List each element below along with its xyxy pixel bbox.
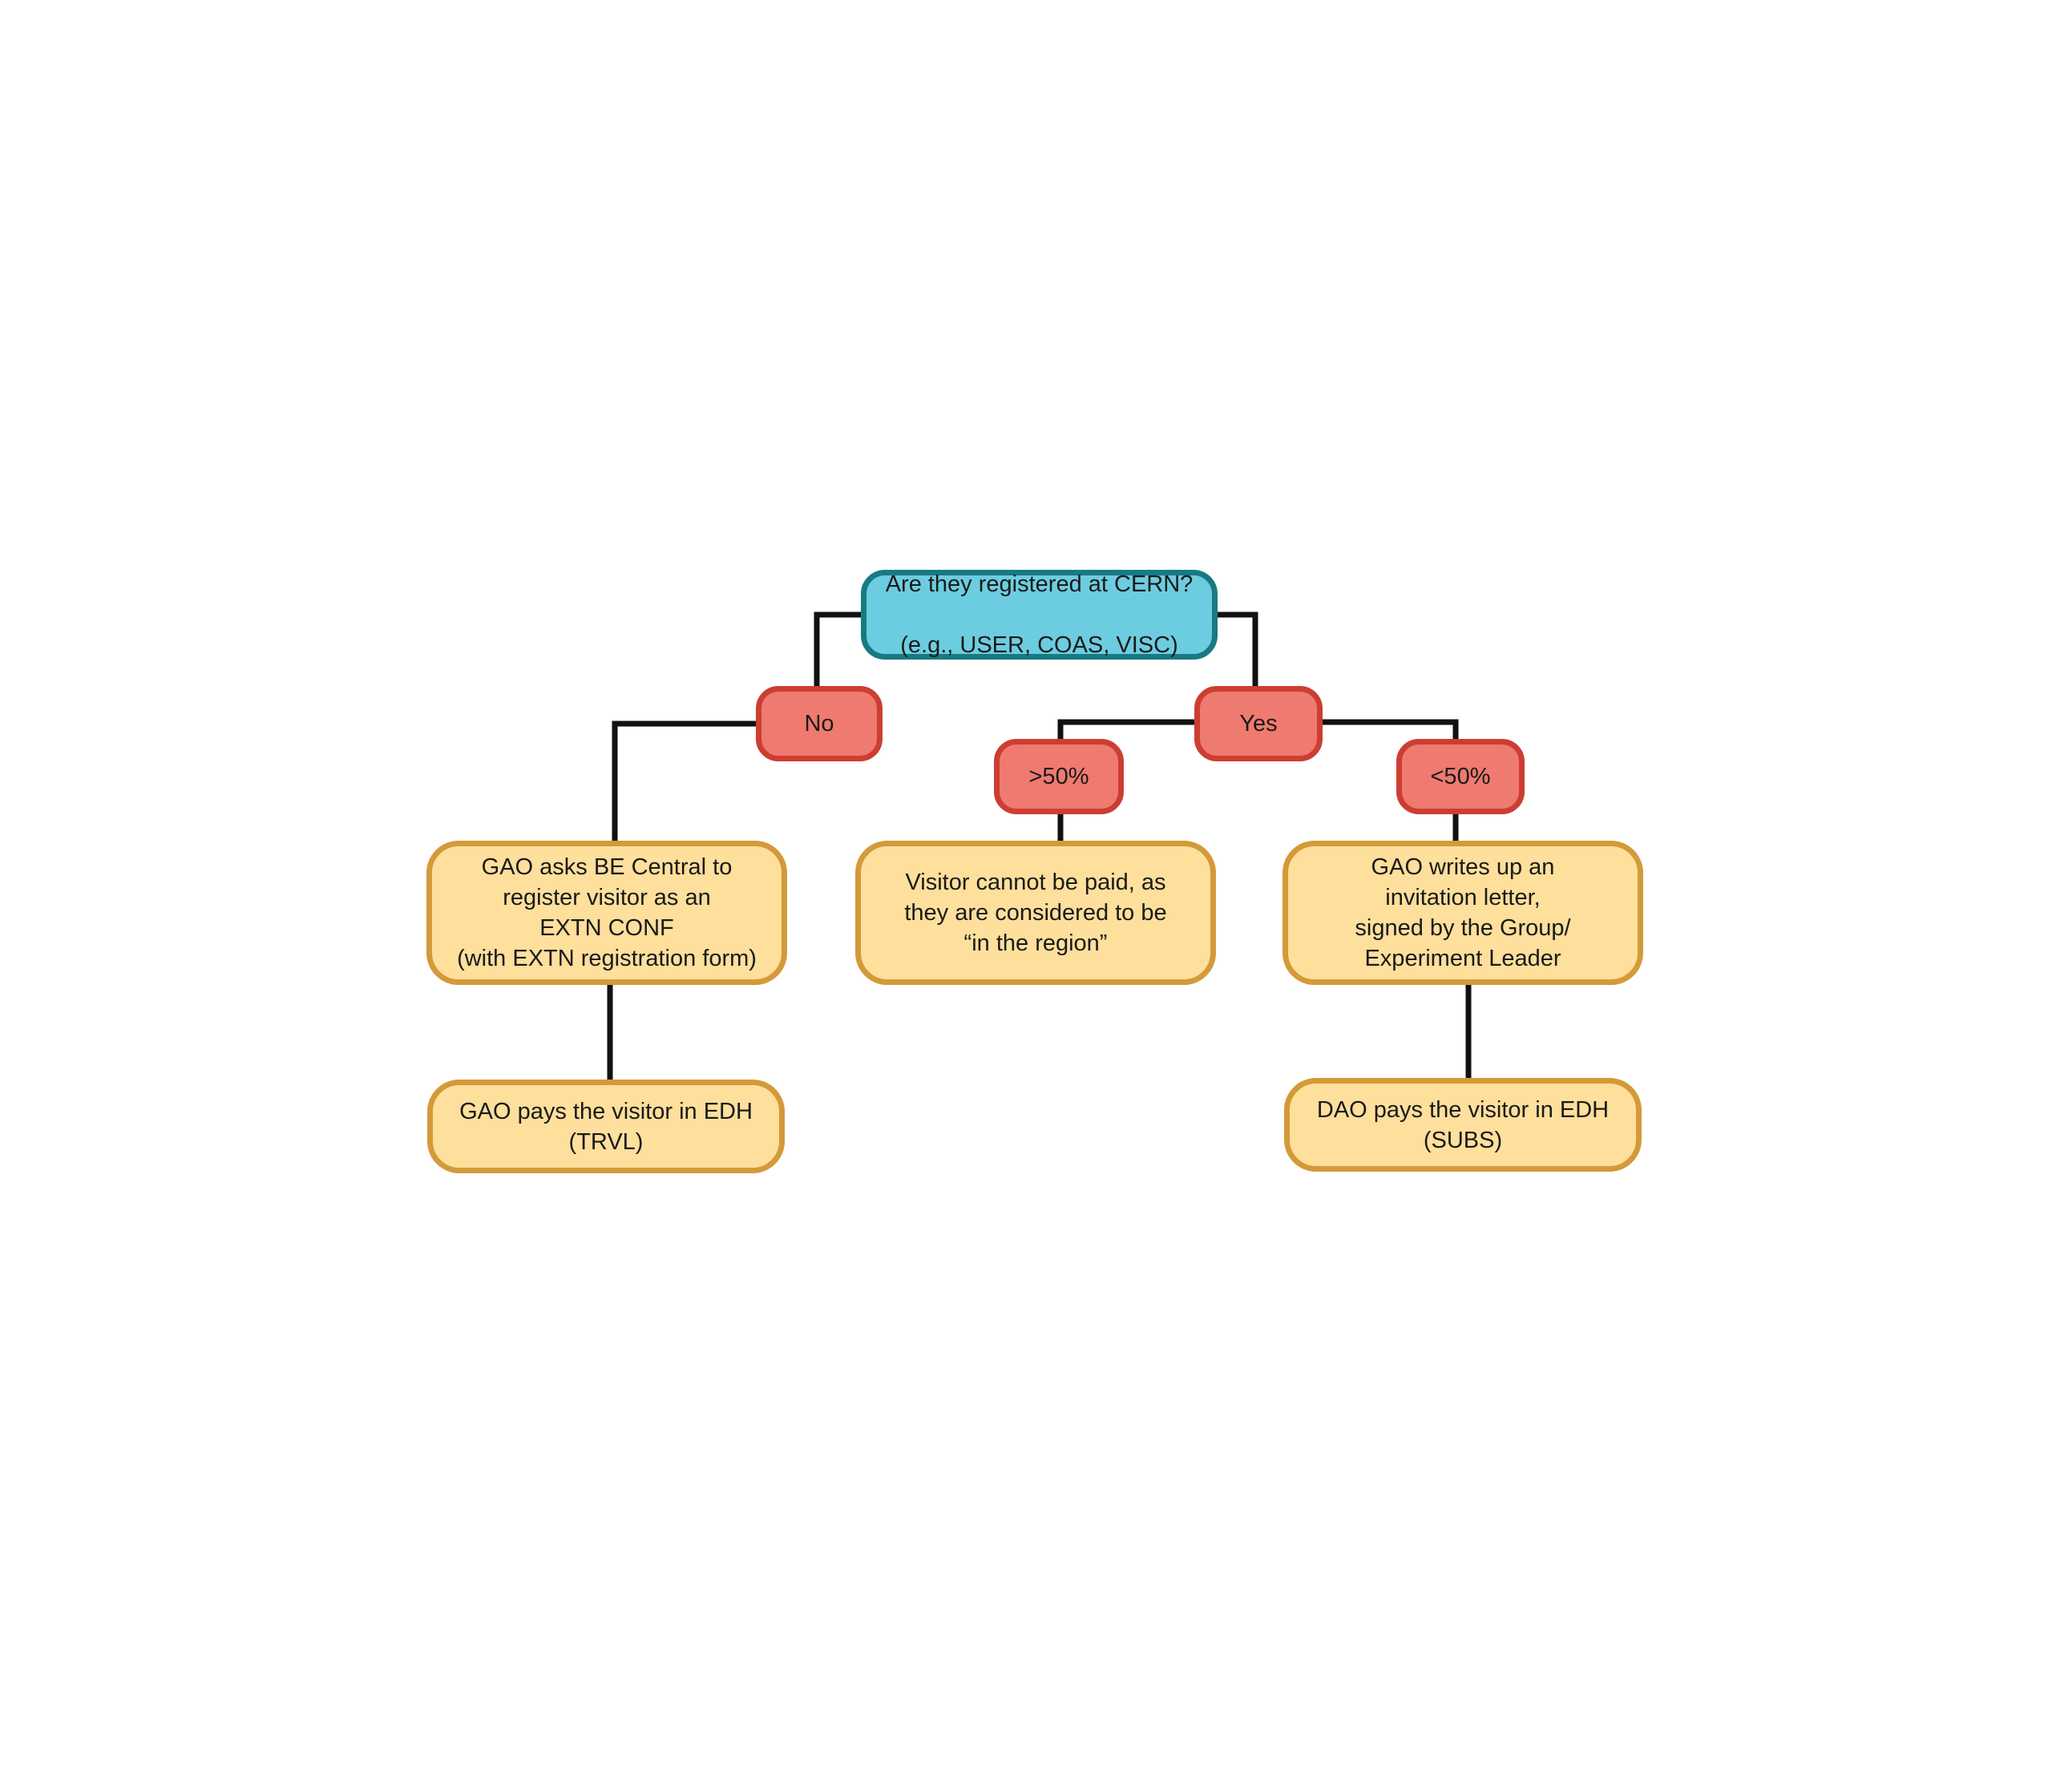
question-line-1: Are they registered at CERN? bbox=[885, 571, 1194, 597]
branch-yes: Yes bbox=[1194, 686, 1323, 761]
outcome-extn-conf-registration-text: GAO asks BE Central to register visitor … bbox=[457, 854, 757, 971]
branch-over-50-percent: >50% bbox=[994, 739, 1124, 814]
outcome-extn-conf-registration: GAO asks BE Central to register visitor … bbox=[426, 841, 787, 985]
branch-no-label: No bbox=[804, 711, 834, 737]
outcome-gao-pays-trvl: GAO pays the visitor in EDH (TRVL) bbox=[427, 1080, 785, 1173]
branch-under-50-label: <50% bbox=[1430, 764, 1491, 789]
connector-question-to-yes bbox=[1214, 611, 1258, 687]
outcome-invitation-letter: GAO writes up an invitation letter, sign… bbox=[1282, 841, 1643, 985]
connector-yes-to-over50 bbox=[1057, 719, 1194, 741]
branch-yes-label: Yes bbox=[1239, 711, 1278, 737]
branch-under-50-percent: <50% bbox=[1396, 739, 1525, 814]
outcome-invitation-letter-text: GAO writes up an invitation letter, sign… bbox=[1355, 854, 1571, 971]
connector-yes-to-under50 bbox=[1321, 719, 1459, 741]
outcome-cannot-be-paid-text: Visitor cannot be paid, as they are cons… bbox=[904, 870, 1167, 956]
connector-question-to-no bbox=[814, 611, 864, 687]
outcome-dao-pays-subs: DAO pays the visitor in EDH (SUBS) bbox=[1284, 1078, 1642, 1172]
outcome-cannot-be-paid: Visitor cannot be paid, as they are cons… bbox=[855, 841, 1216, 985]
question-registered-at-cern: Are they registered at CERN? (e.g., USER… bbox=[861, 570, 1218, 660]
outcome-dao-pays-text: DAO pays the visitor in EDH (SUBS) bbox=[1316, 1096, 1610, 1153]
question-line-2: (e.g., USER, COAS, VISC) bbox=[900, 632, 1178, 658]
connector-no-to-extn-register bbox=[612, 720, 757, 842]
branch-over-50-label: >50% bbox=[1028, 764, 1089, 789]
branch-no: No bbox=[756, 686, 883, 761]
outcome-gao-pays-text: GAO pays the visitor in EDH (TRVL) bbox=[459, 1098, 753, 1155]
